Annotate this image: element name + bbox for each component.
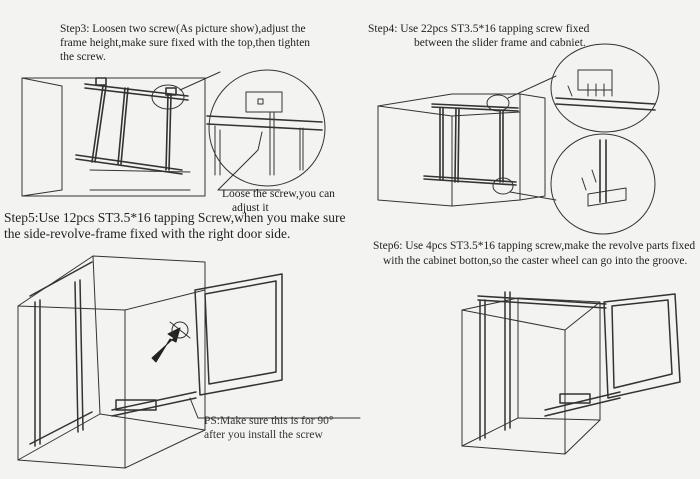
step4-leader-top	[507, 75, 557, 99]
step3-detail-circle-small	[151, 84, 185, 110]
step3-instructions: Step3: Loosen two screw(As picture show)…	[60, 22, 310, 64]
step3-frame-drawing	[75, 77, 189, 175]
step5-callout-line2: after you install the screw	[204, 429, 323, 441]
step4-line2: between the slider frame and cabniet.	[414, 37, 586, 49]
step3-line2: frame height,make sure fixed with the to…	[60, 37, 311, 49]
step3-callout: Loose the screw,you can adjust it	[222, 187, 335, 215]
step6-cabinet-drawing	[461, 297, 601, 455]
step5-frame-drawing	[29, 261, 283, 447]
step5-callout-line1: PS:Make sure this is for 90°	[204, 415, 334, 427]
step4-instructions: Step4: Use 22pcs ST3.5*16 tapping screw …	[368, 22, 589, 50]
step5-callout-leader	[189, 397, 199, 419]
step3-callout-line1: Loose the screw,you can	[222, 188, 335, 200]
step3-callout-leader	[217, 149, 259, 191]
step5-arrow-icon	[151, 327, 181, 363]
step3-callout-line2: adjust it	[232, 202, 269, 214]
step5-cabinet-drawing	[17, 255, 206, 469]
step5-callout: PS:Make sure this is for 90° after you i…	[204, 414, 334, 442]
step3-detail-magnified	[206, 69, 326, 187]
step4-leader-bottom	[509, 191, 557, 201]
step5-instructions: Step5:Use 12pcs ST3.5*16 tapping Screw,w…	[4, 210, 345, 242]
step4-frame-drawing	[423, 103, 519, 186]
step4-cabinet-drawing	[377, 93, 546, 207]
step3-leader-line	[179, 71, 221, 91]
step4-line1: Step4: Use 22pcs ST3.5*16 tapping screw …	[368, 23, 590, 35]
step4-detail-top-magnified	[550, 43, 660, 133]
step6-line2: with the cabinet botton,so the caster wh…	[383, 255, 688, 267]
step5-line1: Step5:Use 12pcs ST3.5*16 tapping Screw,w…	[4, 210, 346, 225]
step4-detail-circle-top	[486, 94, 510, 112]
step4-detail-circle-bottom	[492, 177, 514, 195]
step3-line1: Step3: Loosen two screw(As picture show)…	[60, 23, 306, 35]
step5-line2: the side-revolve-frame fixed with the ri…	[4, 226, 291, 241]
step6-line1: Step6: Use 4pcs ST3.5*16 tapping screw,m…	[373, 240, 696, 252]
step5-angle-marker	[169, 321, 191, 339]
step3-cabinet-drawing	[21, 77, 206, 197]
step4-detail-bottom-magnified	[550, 133, 656, 235]
step6-instructions: Step6: Use 4pcs ST3.5*16 tapping screw,m…	[373, 239, 695, 269]
step3-line3: the screw.	[60, 51, 106, 63]
step6-frame-drawing	[477, 291, 681, 441]
